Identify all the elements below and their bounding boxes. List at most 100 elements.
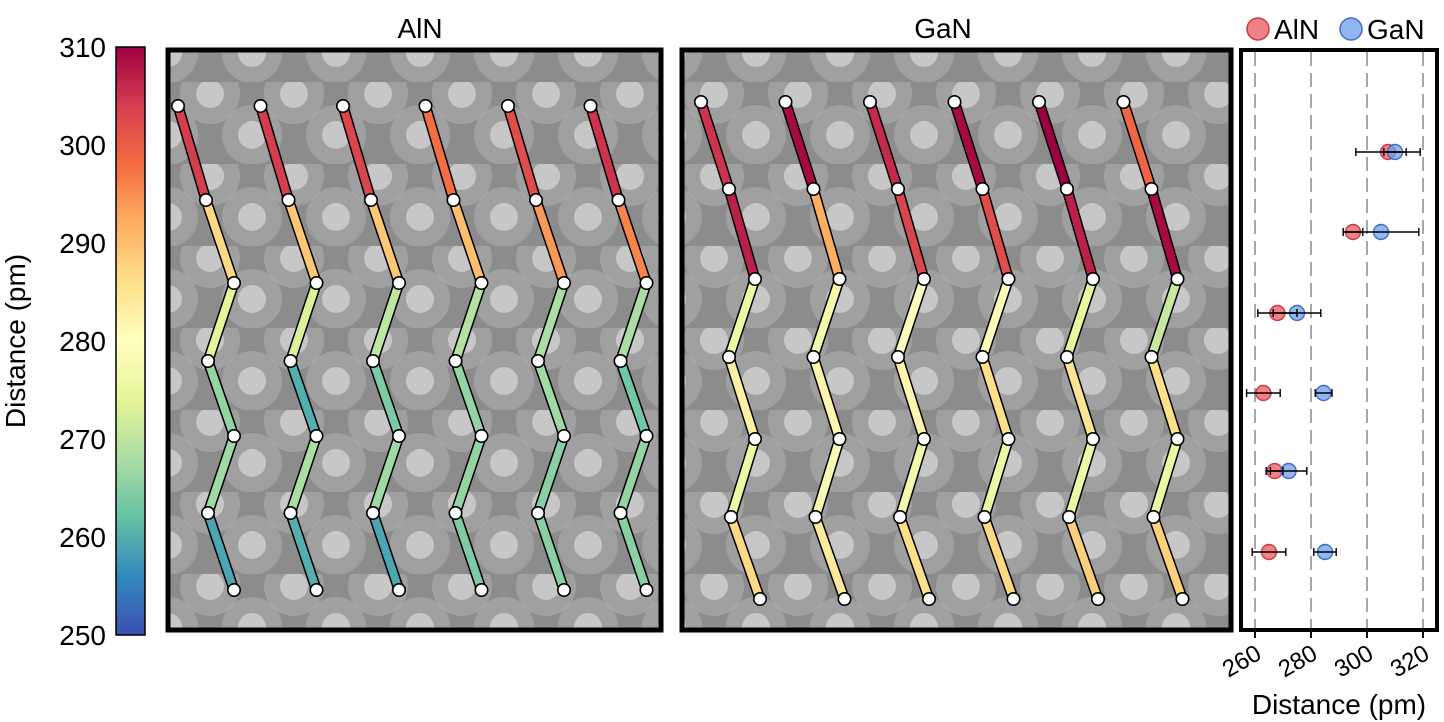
gan-bond-segment — [979, 515, 1019, 601]
aln-bond-segment — [255, 104, 294, 202]
gan-bond-segment — [1063, 515, 1104, 601]
gan-atom-marker — [1144, 349, 1159, 364]
gan-chain — [778, 95, 852, 606]
aln-atom-marker — [283, 505, 298, 520]
legend-aln-marker — [1246, 17, 1270, 41]
gan-atom-marker — [808, 509, 823, 524]
error-bar — [1269, 467, 1308, 475]
aln-bond-segment — [530, 198, 570, 285]
gan-atom-marker — [747, 271, 762, 286]
aln-bond-segment — [285, 281, 322, 363]
aln-atom-marker — [227, 275, 242, 290]
aln-atom-marker — [446, 193, 461, 208]
colorbar-gradient — [115, 46, 146, 636]
colorbar-tick-label: 300 — [59, 130, 106, 161]
gan-atom-marker — [1006, 591, 1021, 606]
gan-bond-segment — [780, 100, 819, 191]
legend-aln-label: AlN — [1274, 14, 1319, 45]
gan-atom-marker — [1146, 509, 1161, 524]
gan-bond-segment — [864, 100, 904, 191]
aln-atom-marker — [528, 193, 543, 208]
aln-atom-marker — [363, 193, 378, 208]
scatter-grid — [1254, 52, 1424, 628]
aln-bond-segment — [585, 104, 624, 202]
aln-bond-segment — [450, 434, 487, 515]
gan-atom-marker — [806, 349, 821, 364]
gan-atom-marker — [721, 182, 736, 197]
colorbar-tick-label: 310 — [59, 32, 106, 63]
aln-bond-segment — [202, 434, 240, 515]
scatter-axes-frame — [1239, 48, 1439, 632]
gan-bond-segment — [723, 187, 761, 281]
gan-atom-marker — [977, 509, 992, 524]
scatter-legend: AlN GaN — [1246, 14, 1425, 45]
colorbar-tick-label: 250 — [59, 620, 106, 651]
gan-atom-marker — [1116, 95, 1131, 110]
aln-chain — [583, 99, 654, 597]
aln-atom-marker — [309, 428, 324, 443]
gan-bond-segment — [892, 187, 930, 281]
gan-bond-segment — [808, 355, 845, 441]
gan-atom-marker — [837, 591, 852, 606]
gan-atom-marker — [778, 95, 793, 110]
aln-bond-segment — [202, 281, 240, 363]
aln-atom-marker — [391, 275, 406, 290]
gan-atom-marker — [1062, 509, 1077, 524]
aln-bond-segment — [367, 359, 405, 438]
gan-atom-marker — [1144, 182, 1159, 197]
gan-errorbars — [1269, 148, 1420, 556]
scatter-points — [1245, 143, 1421, 561]
aln-bond-segment — [367, 434, 405, 515]
gan-bond-segment — [723, 355, 761, 441]
aln-atom-marker — [227, 428, 242, 443]
gan-atom-marker — [1170, 431, 1185, 446]
error-bar — [1314, 389, 1333, 397]
gan-chain — [693, 95, 767, 606]
gan-atom-marker — [721, 349, 736, 364]
aln-bond-segment — [202, 359, 240, 438]
gan-bond-segment — [1061, 355, 1099, 441]
aln-atom-marker — [281, 193, 296, 208]
aln-bond-segment — [200, 198, 240, 285]
gan-atom-marker — [975, 349, 990, 364]
aln-bond-segment — [285, 359, 322, 438]
gan-atom-marker — [693, 95, 708, 110]
aln-atom-marker — [639, 275, 654, 290]
legend-gan-label: GaN — [1367, 14, 1425, 45]
aln-chain — [253, 99, 324, 597]
aln-atom-marker — [365, 505, 380, 520]
gan-panel: GaN — [679, 13, 1234, 633]
aln-bond-segment — [613, 198, 652, 285]
aln-bond-segment — [532, 281, 570, 363]
gan-bond-segment — [1148, 515, 1188, 601]
gan-atom-marker — [1170, 271, 1185, 286]
aln-bond-segment — [615, 511, 652, 592]
error-bar — [1272, 309, 1322, 317]
gan-atom-marker — [1032, 95, 1047, 110]
aln-atom-marker — [199, 193, 214, 208]
gan-chain — [862, 95, 936, 606]
colorbar-tick-label: 280 — [59, 326, 106, 357]
aln-bond-segment — [615, 434, 652, 515]
x-tick-label: 260 — [1218, 640, 1266, 683]
aln-bond-segment — [365, 198, 405, 285]
gan-bond-segment — [725, 515, 766, 601]
aln-panel: AlN — [165, 13, 664, 633]
aln-bond-segment — [615, 359, 652, 438]
aln-image — [168, 50, 661, 630]
gan-atom-marker — [806, 182, 821, 197]
aln-bond-segment — [532, 359, 570, 438]
gan-bond-segment — [1063, 437, 1099, 519]
aln-atom-marker — [309, 275, 324, 290]
gan-bond-segment — [808, 187, 845, 281]
aln-bond-segment — [285, 434, 322, 515]
gan-panel-title: GaN — [914, 13, 972, 44]
gan-atom-marker — [947, 95, 962, 110]
aln-bond-segment — [450, 359, 487, 438]
gan-atom-marker — [1001, 431, 1016, 446]
aln-atom-marker — [201, 353, 216, 368]
gan-bond-segment — [977, 277, 1014, 359]
